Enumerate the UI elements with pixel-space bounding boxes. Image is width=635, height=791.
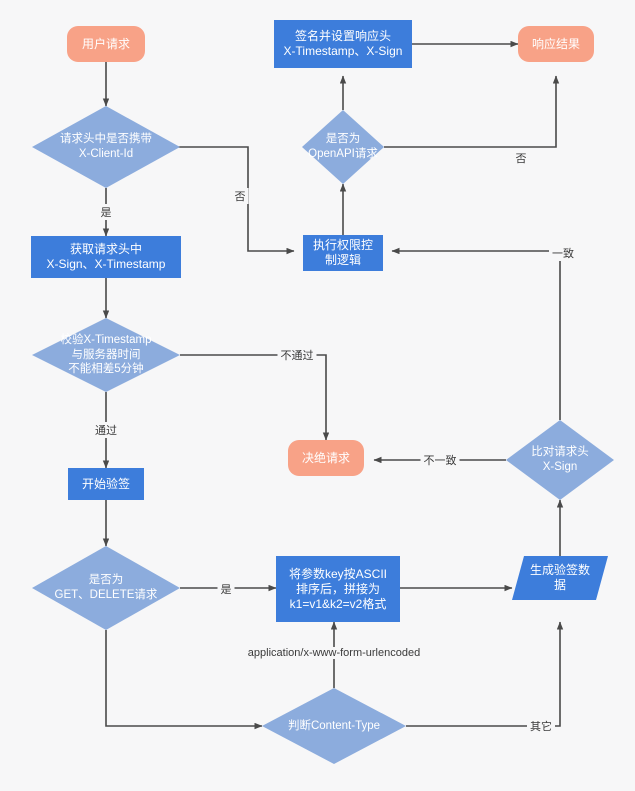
node-judge-content-type[interactable]: 判断Content-Type <box>262 688 406 764</box>
edge-label-content-type-other: 其它 <box>527 718 555 734</box>
edge-label-method-yes: 是 <box>217 581 235 597</box>
edge-label-openapi-no: 否 <box>512 150 530 166</box>
node-is-openapi[interactable]: 是否为 OpenAPI请求 <box>302 110 384 184</box>
edge-compare-match <box>391 247 561 420</box>
node-start-verify-sign[interactable]: 开始验签 <box>68 468 144 500</box>
node-get-sign-timestamp[interactable]: 获取请求头中 X-Sign、X-Timestamp <box>31 236 181 278</box>
edge-verify-fail <box>180 354 330 441</box>
node-auth-control-logic-label: 执行权限控 制逻辑 <box>312 238 373 267</box>
edge-label-content-type-urlencoded: application/x-www-form-urlencoded <box>244 647 424 659</box>
node-has-client-id[interactable]: 请求头中是否携带 X-Client-Id <box>32 106 180 188</box>
edge-contenttype-other <box>406 621 564 727</box>
node-sort-params-ascii[interactable]: 将参数key按ASCII 排序后，拼接为 k1=v1&k2=v2格式 <box>276 556 400 622</box>
node-sign-and-set-header[interactable]: 签名并设置响应头 X-Timestamp、X-Sign <box>274 20 412 68</box>
edge-label-clientid-yes: 是 <box>97 204 115 220</box>
node-compare-x-sign[interactable]: 比对请求头 X-Sign <box>506 420 614 500</box>
node-reject-request[interactable]: 决绝请求 <box>288 440 364 476</box>
edge-label-compare-mismatch: 不一致 <box>420 452 460 468</box>
node-sign-and-set-header-label: 签名并设置响应头 X-Timestamp、X-Sign <box>283 29 403 58</box>
edge-label-verify-fail: 不通过 <box>277 347 317 363</box>
edge-method-no <box>105 630 263 730</box>
node-start-verify-sign-label: 开始验签 <box>81 476 130 491</box>
node-sort-params-ascii-label: 将参数key按ASCII 排序后，拼接为 k1=v1&k2=v2格式 <box>288 566 388 611</box>
node-response-result-label: 响应结果 <box>531 36 580 51</box>
edge-label-verify-pass: 通过 <box>92 422 120 438</box>
edge-label-compare-match: 一致 <box>549 245 577 261</box>
node-user-request-label: 用户请求 <box>81 36 130 51</box>
node-generate-sign-data[interactable]: 生成验签数 据 <box>512 556 608 600</box>
node-user-request[interactable]: 用户请求 <box>67 26 145 62</box>
node-is-get-delete[interactable]: 是否为 GET、DELETE请求 <box>32 546 180 630</box>
node-auth-control-logic[interactable]: 执行权限控 制逻辑 <box>303 235 383 271</box>
node-verify-timestamp[interactable]: 校验X-Timestamp 与服务器时间 不能相差5分钟 <box>32 318 180 392</box>
node-response-result[interactable]: 响应结果 <box>518 26 594 62</box>
edge-openapi-no <box>384 75 560 148</box>
node-get-sign-timestamp-label: 获取请求头中 X-Sign、X-Timestamp <box>46 242 166 271</box>
edge-label-clientid-no: 否 <box>231 188 249 204</box>
node-reject-request-label: 决绝请求 <box>301 450 350 465</box>
